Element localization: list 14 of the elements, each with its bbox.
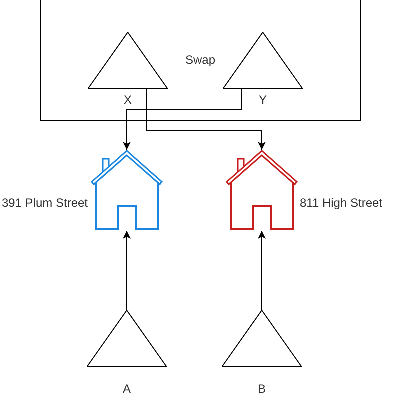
triangle-label: A (122, 382, 132, 396)
triangle-label: Y (258, 93, 268, 107)
triangle-label: X (122, 93, 133, 107)
arrow (123, 230, 131, 310)
house-icon (226, 150, 298, 231)
house-icon (91, 150, 163, 231)
address-label: 811 High Street (300, 196, 382, 210)
address-label: 391 Plum Street (2, 196, 88, 210)
arrow (258, 230, 266, 310)
triangle-label: B (256, 382, 267, 396)
box-label: Swap (185, 53, 216, 67)
arrow (146, 88, 266, 150)
container-box (40, 0, 361, 121)
arrow (123, 88, 242, 150)
